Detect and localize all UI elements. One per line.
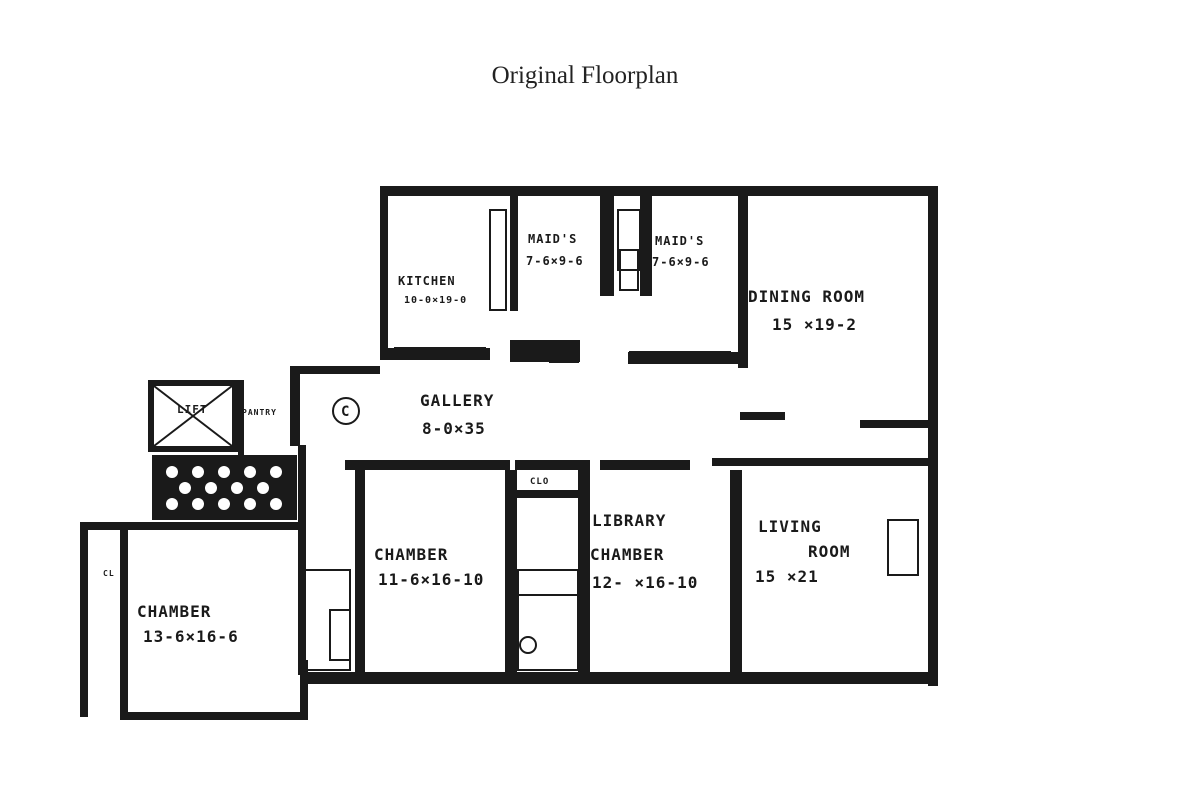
room-labels: MAID'S 7-6×9-6 MAID'S 7-6×9-6 KITCHEN 10… [103, 232, 865, 646]
gallery-dims: 8-0×35 [422, 419, 486, 438]
chamber-left-name: CHAMBER [137, 602, 211, 621]
windows [83, 189, 934, 679]
chamber-mid-name: CHAMBER [374, 545, 448, 564]
gallery-name: GALLERY [420, 391, 494, 410]
closet-left-label: CL [103, 569, 115, 578]
lift-shaft [153, 385, 233, 447]
circle-c-symbol: C [332, 397, 360, 425]
bath-tiles-1 [299, 569, 351, 671]
library-dims: 12- ×16-10 [592, 573, 698, 592]
lift-label: LIFT [177, 403, 208, 416]
dining-room-name: DINING ROOM [748, 287, 865, 306]
living-room-dims: 15 ×21 [755, 567, 819, 586]
living-room-name-2: ROOM [808, 542, 851, 561]
svg-text:C: C [341, 404, 350, 420]
chamber-mid-dims: 11-6×16-10 [378, 570, 484, 589]
library-name-2: CHAMBER [590, 545, 664, 564]
kitchen-dims: 10-0×19-0 [404, 295, 467, 306]
fixtures [152, 209, 919, 671]
vestibule-tiles [152, 455, 297, 520]
dining-room-dims: 15 ×19-2 [772, 315, 857, 334]
kitchen-name: KITCHEN [398, 274, 456, 288]
page-title: Original Floorplan [491, 62, 679, 89]
closet-label: CLO [530, 477, 549, 487]
pantry-label: PANTRY [242, 408, 277, 417]
maids-1-name: MAID'S [528, 232, 577, 246]
maids-2-name: MAID'S [655, 234, 704, 248]
living-room-name: LIVING [758, 517, 822, 536]
bath-tiles-2 [517, 569, 579, 671]
maids-1-dims: 7-6×9-6 [526, 254, 584, 268]
chamber-left-dims: 13-6×16-6 [143, 627, 239, 646]
maids-2-dims: 7-6×9-6 [652, 255, 710, 269]
library-name: LIBRARY [592, 511, 666, 530]
